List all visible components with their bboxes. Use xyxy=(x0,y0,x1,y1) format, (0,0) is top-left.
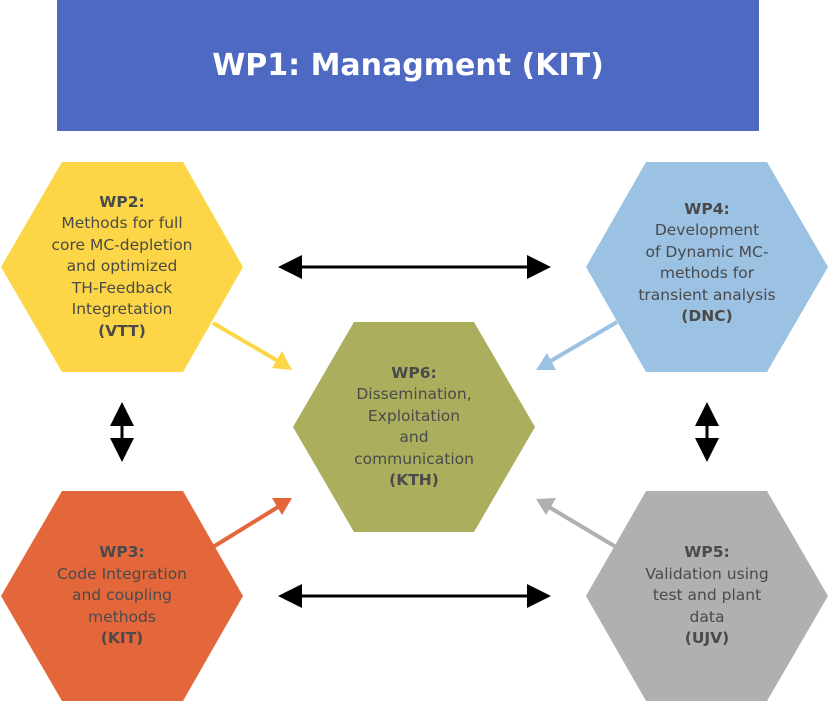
wp5-line: data xyxy=(689,607,725,626)
wp4-line: Development xyxy=(654,221,760,239)
arrow-wp2-to-wp6 xyxy=(211,321,292,370)
arrow-wp4-to-wp6 xyxy=(536,320,619,370)
wp4-hexagon xyxy=(586,162,828,372)
wp5-label: WP5: Validation using test and plant dat… xyxy=(597,531,817,661)
wp2-line: Integretation xyxy=(71,300,173,319)
wp3-hexagon xyxy=(1,491,243,701)
wp6-line: and xyxy=(399,428,429,446)
banner-title: WP1: Managment (KIT) xyxy=(212,48,604,83)
wp4-line: of Dynamic MC- xyxy=(645,242,769,261)
arrow-wp5-to-wp6 xyxy=(536,498,618,549)
wp3-heading: WP3: xyxy=(99,543,145,562)
wp5-line: Validation using xyxy=(645,564,769,583)
wp6-line: communication xyxy=(354,449,474,468)
wp6-organization: (KTH) xyxy=(389,471,439,489)
wp2-hexagon xyxy=(1,162,243,372)
wp3-line: and coupling xyxy=(71,586,173,605)
wp4-organization: (DNC) xyxy=(681,307,733,325)
wp5-line: test and plant xyxy=(652,586,762,605)
wp6-label: WP6: Dissemination, Exploitation and com… xyxy=(314,352,514,502)
wp6-hexagon xyxy=(293,322,535,532)
wp4-line: transient analysis xyxy=(638,285,776,304)
wp3-line: methods xyxy=(88,607,156,626)
wp2-line: core MC-depletion xyxy=(51,235,193,254)
wp2-line: TH-Feedback xyxy=(71,278,173,297)
wp4-line: methods for xyxy=(659,264,755,282)
wp5-heading: WP5: xyxy=(684,543,730,562)
arrow-wp3-to-wp6 xyxy=(211,498,292,549)
wp2-line: Methods for full xyxy=(61,214,183,233)
wp3-label: WP3: Code Integration and coupling metho… xyxy=(22,531,222,661)
wp2-organization: (VTT) xyxy=(98,321,146,340)
wp5-hexagon xyxy=(586,491,828,701)
wp5-organization: (UJV) xyxy=(684,629,730,648)
wp4-heading: WP4: xyxy=(684,199,730,218)
wp2-label: WP2: Methods for full core MC-depletion … xyxy=(22,182,222,352)
wp3-organization: (KIT) xyxy=(100,629,144,648)
wp6-line: Dissemination, xyxy=(356,385,472,403)
wp2-line: and optimized xyxy=(66,257,178,276)
wp6-heading: WP6: xyxy=(391,363,437,382)
wp3-line: Code Integration xyxy=(56,564,188,583)
wp2-heading: WP2: xyxy=(99,192,145,211)
wp4-label: WP4: Development of Dynamic MC- methods … xyxy=(597,198,817,328)
banner-box xyxy=(57,0,759,131)
wp6-line: Exploitation xyxy=(367,406,461,425)
